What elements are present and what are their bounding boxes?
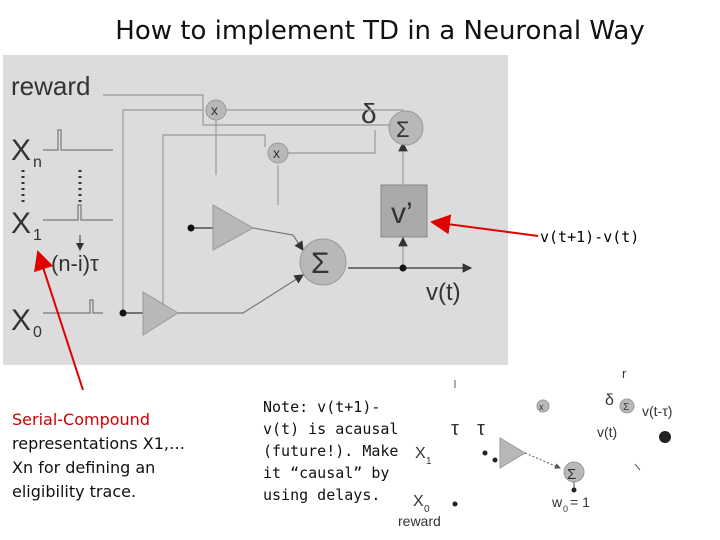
mini-x1-subscript: 1 bbox=[426, 456, 432, 467]
x1-pulse-trace bbox=[43, 204, 113, 221]
mini-w0-dot bbox=[571, 487, 577, 493]
v-prime-label: v’ bbox=[391, 197, 413, 230]
mini-amp-wire bbox=[524, 452, 561, 469]
amp0-to-sigma bbox=[178, 274, 305, 314]
mini-r-label: r bbox=[622, 366, 627, 381]
mini-x0-label: X bbox=[413, 493, 424, 510]
multiplier-node-1 bbox=[205, 99, 227, 121]
multiplier-1-label: x bbox=[211, 102, 218, 118]
mini-dash bbox=[634, 463, 641, 471]
x0-pulse-trace bbox=[43, 299, 103, 314]
serial-compound-text: Serial-Compound representations X1,…Xn f… bbox=[12, 408, 192, 504]
delayed-td-diagram: r δ Σ v(t-τ) v(t) x τ τ X 1 Σ X 0 w 0 = … bbox=[398, 366, 672, 529]
output-sum-label: Σ bbox=[311, 247, 330, 280]
diagram-panel: reward X n X 1 X 0 (n-i)τ δ v(t) bbox=[3, 55, 508, 365]
mini-multiplier-node bbox=[536, 399, 550, 413]
vdiff-arrow bbox=[430, 214, 539, 237]
reward-label: reward bbox=[11, 71, 90, 101]
delta-sum-label: Σ bbox=[396, 117, 410, 142]
note-text: Note: v(t+1)-v(t) is acausal (future!). … bbox=[263, 398, 399, 504]
xn-pulse-trace bbox=[43, 129, 113, 151]
mini-delta-sum-node bbox=[619, 398, 635, 414]
mini-delay-node bbox=[659, 431, 671, 443]
amplifier-x1 bbox=[212, 204, 255, 251]
vt-label: v(t) bbox=[426, 279, 461, 306]
amplifier-x0 bbox=[142, 291, 179, 336]
mini-delta-sum-label: Σ bbox=[623, 402, 629, 413]
mini-x1-label: X bbox=[415, 445, 426, 462]
x1-synapse-dot bbox=[187, 224, 195, 232]
mini-x1-dot-2 bbox=[492, 457, 498, 463]
x0-label: X bbox=[11, 304, 31, 337]
mini-x0-dot bbox=[452, 501, 458, 507]
mini-tau-1: τ bbox=[451, 418, 459, 440]
v-trace-wire bbox=[162, 134, 266, 313]
v-prime-box bbox=[380, 184, 428, 238]
slide-title: How to implement TD in a Neuronal Way bbox=[115, 16, 645, 46]
mini-vt-label: v(t) bbox=[597, 424, 617, 440]
serial-compound-heading: Serial-Compound bbox=[12, 410, 150, 429]
x1-label: X bbox=[11, 207, 31, 240]
output-junction-dot bbox=[399, 264, 407, 272]
mini-x1-dot bbox=[482, 450, 488, 456]
xn-label: X bbox=[11, 134, 31, 167]
multiplier-2-label: x bbox=[273, 145, 280, 161]
mini-w0-subscript: 0 bbox=[563, 504, 568, 514]
vdiff-label: v(t+1)-v(t) bbox=[540, 228, 640, 246]
x0-synapse-dot bbox=[119, 309, 127, 317]
mult2-wire bbox=[286, 130, 376, 154]
serial-compound-arrow bbox=[34, 250, 84, 391]
mini-w0-value: = 1 bbox=[570, 494, 590, 510]
mini-w0-label: w bbox=[551, 494, 563, 510]
mini-amplifier bbox=[499, 437, 526, 469]
td-circuit-diagram: reward X n X 1 X 0 (n-i)τ δ v(t) bbox=[11, 71, 473, 341]
mini-multiplier-label: x bbox=[539, 402, 544, 412]
mini-output-sum-label: Σ bbox=[567, 466, 576, 483]
output-sum-node bbox=[299, 238, 347, 286]
delta-sum-node bbox=[388, 110, 424, 146]
delay-label: (n-i)τ bbox=[51, 251, 99, 276]
mini-reward-label: reward bbox=[398, 513, 441, 529]
x0-trace-wire bbox=[122, 109, 203, 313]
serial-compound-body: representations X1,…Xn for defining an e… bbox=[12, 434, 185, 501]
amp1-to-sigma bbox=[252, 227, 304, 251]
x0-subscript: 0 bbox=[33, 324, 42, 341]
mini-v-delayed-label: v(t-τ) bbox=[642, 403, 672, 419]
mini-tau-2: τ bbox=[477, 418, 485, 440]
xn-subscript: n bbox=[33, 154, 42, 171]
x1-subscript: 1 bbox=[33, 227, 42, 244]
mini-delta-label: δ bbox=[605, 392, 614, 409]
multiplier-node-2 bbox=[267, 142, 289, 164]
mini-x0-subscript: 0 bbox=[424, 504, 430, 515]
delta-label: δ bbox=[361, 98, 377, 129]
